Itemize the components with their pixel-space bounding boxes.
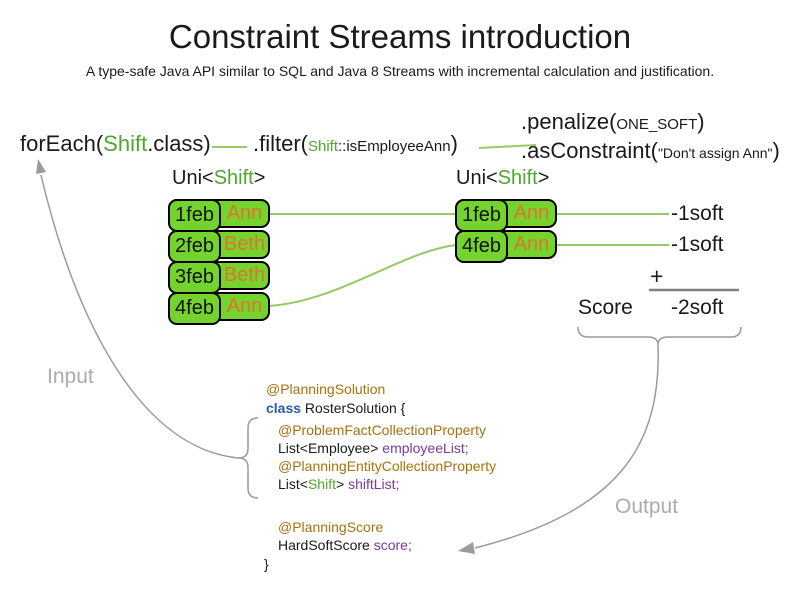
- filter-post: ): [450, 131, 458, 156]
- code-class-name: RosterSolution {: [301, 400, 406, 416]
- plus-sign: +: [650, 263, 664, 289]
- match-line-4feb: [268, 244, 457, 307]
- asconstraint-call: .asConstraint("Don't assign Ann"): [521, 138, 780, 164]
- foreach-class-arg: Shift: [103, 131, 148, 156]
- penalize-arg: ONE_SOFT: [616, 116, 698, 133]
- output-arrowhead-icon: [458, 542, 475, 554]
- asconstraint-arg: "Don't assign Ann": [657, 145, 773, 161]
- code-class-keyword: class: [266, 400, 302, 416]
- penalize-call: .penalize(ONE_SOFT): [521, 109, 705, 135]
- uni-shift-label-left: Uni<Shift>: [172, 167, 265, 190]
- code-field-type: List<Employee>: [278, 440, 383, 456]
- score-total: -2soft: [671, 296, 724, 319]
- filter-pre: .filter(: [253, 131, 308, 156]
- shift-date: 1feb: [168, 199, 221, 232]
- asconstraint-pre: .asConstraint(: [521, 138, 658, 163]
- uni-pre: Uni<: [172, 167, 214, 189]
- foreach-post: .class): [147, 131, 211, 156]
- output-label: Output: [615, 495, 679, 518]
- code-annotation-planningscore: @PlanningScore: [278, 519, 384, 535]
- code-field-type: List<: [278, 476, 308, 492]
- uni-post: >: [537, 167, 550, 189]
- uni-pre: Uni<: [456, 167, 498, 189]
- code-class-declaration: class RosterSolution {: [266, 400, 405, 416]
- code-annotation-planningsolution: @PlanningSolution: [266, 381, 386, 397]
- code-shiftlist-field: List<Shift> shiftList;: [278, 476, 399, 492]
- shift-date: 1feb: [455, 199, 508, 232]
- shift-row-2feb-beth: 2feb Beth: [168, 230, 270, 263]
- shift-employee: Ann: [513, 202, 550, 224]
- filter-arg-rest: ::isEmployeeAnn: [338, 138, 451, 155]
- code-field-name: employeeList;: [382, 440, 469, 456]
- penalty-label-2: -1soft: [671, 233, 724, 256]
- code-closing-brace: }: [264, 556, 269, 572]
- asconstraint-post: ): [772, 138, 780, 163]
- code-shift-type: Shift: [307, 476, 336, 492]
- shift-date: 2feb: [168, 230, 221, 263]
- shift-row-3feb-beth: 3feb Beth: [168, 261, 270, 294]
- code-annotation-problemfact: @ProblemFactCollectionProperty: [278, 422, 486, 438]
- filtered-row-4feb-ann: 4feb Ann: [455, 230, 557, 263]
- filter-call: .filter(Shift::isEmployeeAnn): [253, 131, 458, 157]
- shift-employee: Ann: [513, 233, 550, 255]
- shift-row-4feb-ann: 4feb Ann: [168, 292, 270, 325]
- code-employeelist-field: List<Employee> employeeList;: [278, 440, 469, 456]
- shift-date: 3feb: [168, 261, 221, 294]
- score-brace: [577, 326, 742, 346]
- uni-type: Shift: [213, 167, 254, 189]
- foreach-call: forEach(Shift.class): [20, 131, 211, 157]
- filtered-row-1feb-ann: 1feb Ann: [455, 199, 557, 232]
- filter-arg-type: Shift: [308, 138, 339, 155]
- fields-brace: [237, 417, 259, 499]
- code-field-type: HardSoftScore: [278, 537, 374, 553]
- uni-shift-label-right: Uni<Shift>: [456, 167, 549, 190]
- penalize-post: ): [697, 109, 705, 134]
- code-field-type-close: >: [335, 476, 349, 492]
- shift-date: 4feb: [168, 292, 221, 325]
- shift-employee: Ann: [226, 295, 263, 317]
- uni-type: Shift: [497, 167, 538, 189]
- uni-post: >: [253, 167, 266, 189]
- code-score-field: HardSoftScore score;: [278, 537, 412, 553]
- shift-row-1feb-ann: 1feb Ann: [168, 199, 270, 232]
- foreach-pre: forEach(: [20, 131, 104, 156]
- shift-employee: Beth: [223, 233, 266, 255]
- code-field-name: shiftList;: [348, 476, 400, 492]
- shift-employee: Ann: [226, 202, 263, 224]
- page-title: Constraint Streams introduction: [168, 18, 632, 55]
- shift-employee: Beth: [223, 264, 266, 286]
- page-subtitle: A type-safe Java API similar to SQL and …: [85, 63, 715, 79]
- penalize-pre: .penalize(: [521, 109, 617, 134]
- shift-date: 4feb: [455, 230, 508, 263]
- penalty-label-1: -1soft: [671, 202, 724, 225]
- input-label: Input: [47, 365, 94, 388]
- input-arrowhead-icon: [36, 159, 46, 174]
- code-annotation-planningentity: @PlanningEntityCollectionProperty: [278, 458, 497, 474]
- score-label: Score: [578, 296, 633, 319]
- code-field-name: score;: [373, 537, 412, 553]
